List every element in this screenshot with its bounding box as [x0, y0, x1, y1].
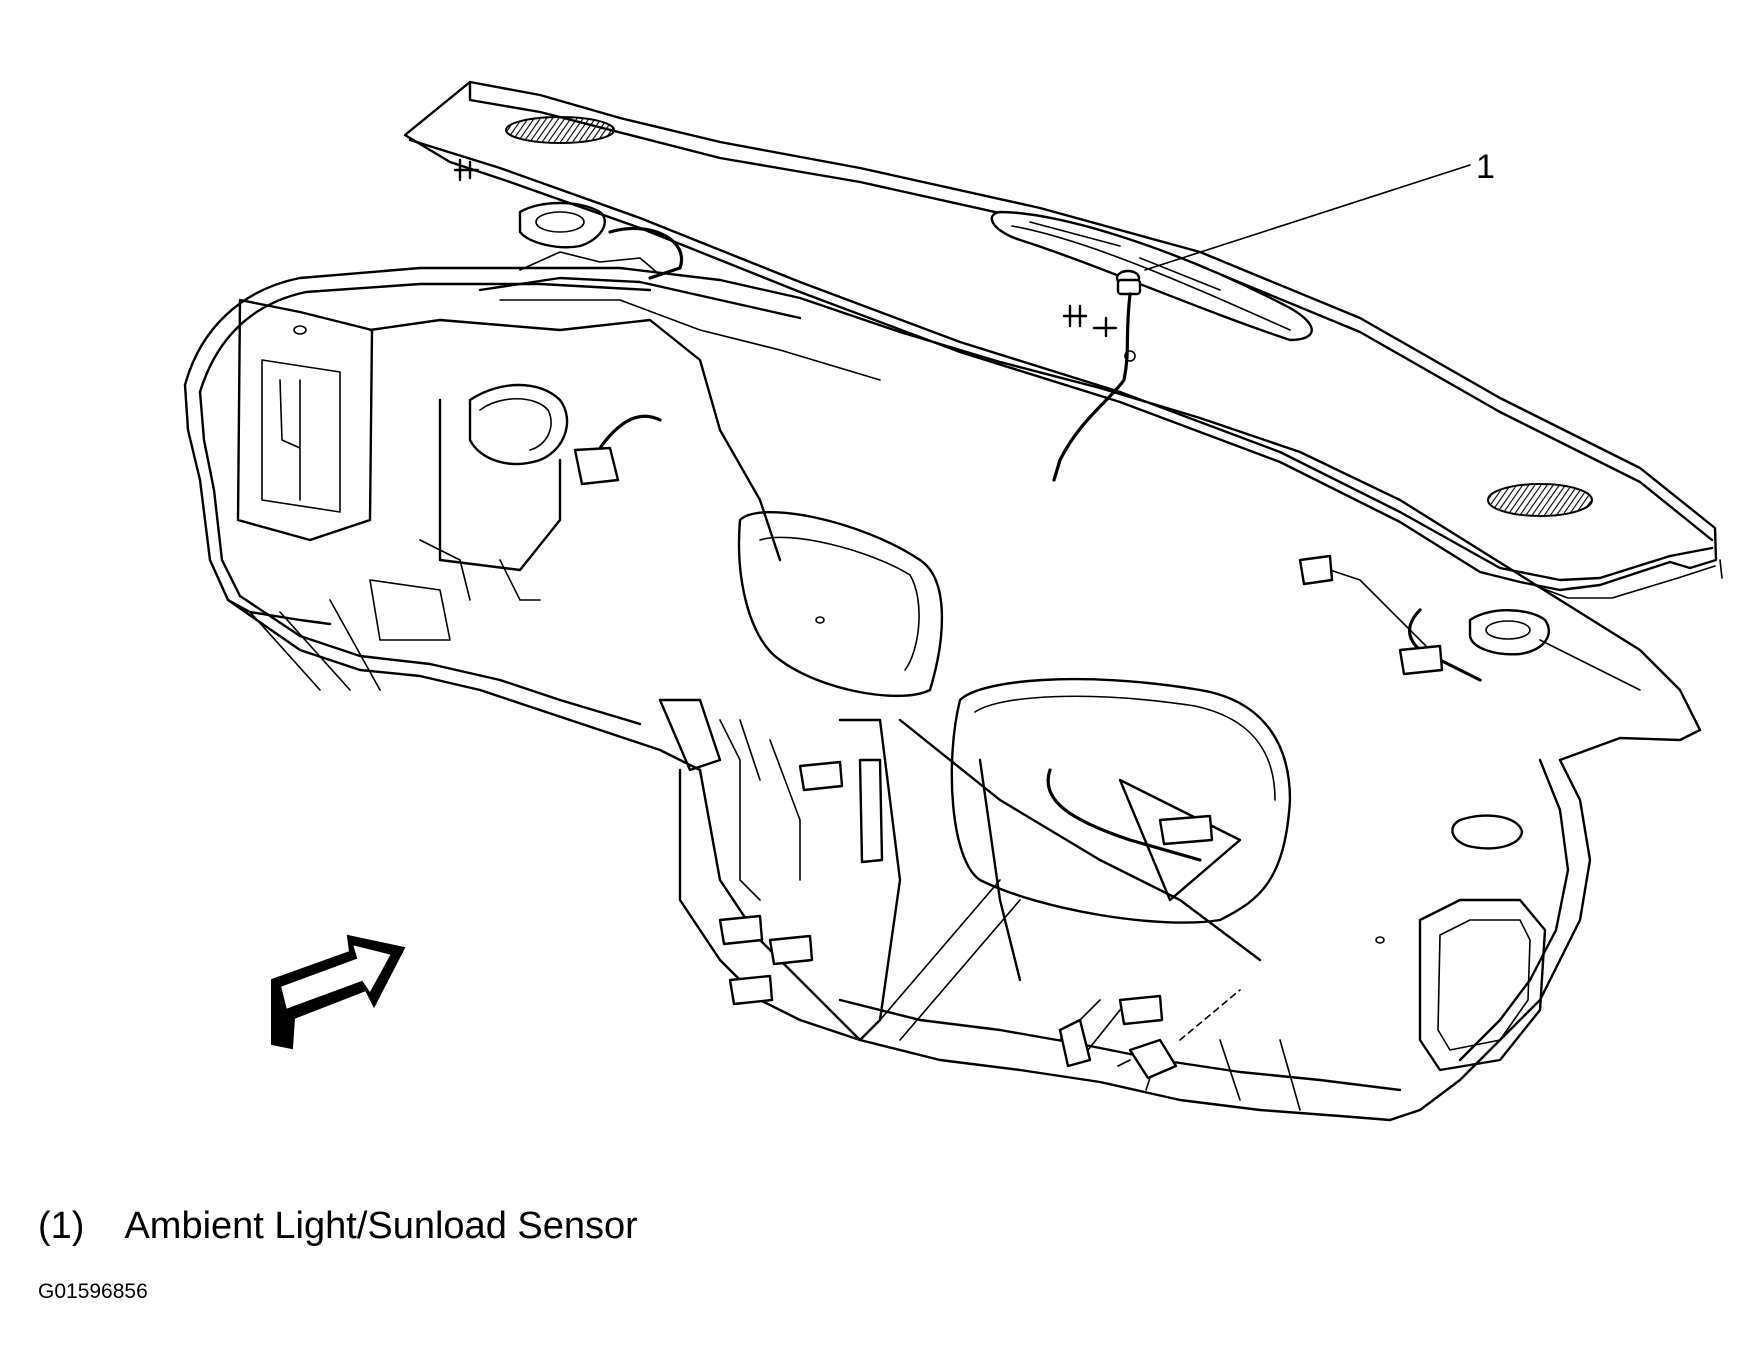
legend-item: (1) Ambient Light/Sunload Sensor	[38, 1205, 638, 1248]
figure-id: G01596856	[38, 1280, 148, 1303]
view-direction-arrow-icon	[271, 934, 406, 1050]
legend-number: (1)	[38, 1205, 85, 1247]
upper-trim-pad	[403, 80, 1723, 599]
callout-1: 1	[1144, 148, 1495, 271]
sunload-sensor-icon	[1052, 269, 1142, 482]
callout-number: 1	[1476, 148, 1495, 186]
speaker-grille-icon	[1487, 483, 1593, 517]
legend-label: Ambient Light/Sunload Sensor	[124, 1205, 638, 1247]
instrument-panel-carrier	[183, 201, 1702, 1122]
speaker-grille-icon	[505, 116, 615, 144]
